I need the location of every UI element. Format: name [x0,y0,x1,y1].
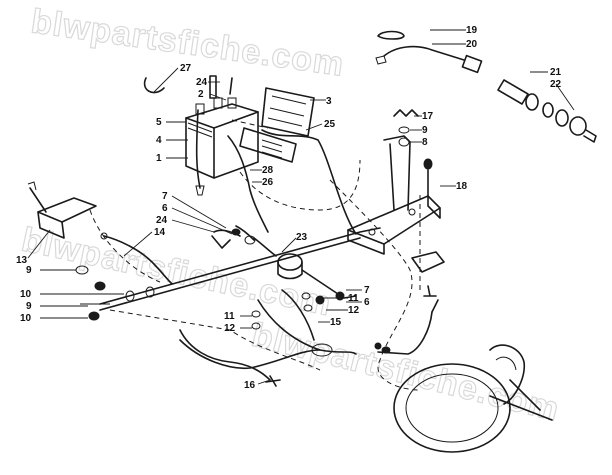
watermark: blwpartsfiche.com blwpartsfiche.com blwp… [18,2,564,430]
callout-7-top: 7 [162,191,168,202]
stud-bracket [411,251,445,297]
callout-26: 26 [262,177,274,188]
callout-7-bottom: 7 [364,285,370,296]
callout-28: 28 [262,165,274,176]
switch-assembly [497,79,597,143]
callout-6-top: 6 [162,203,168,214]
callout-24-top: 24 [196,77,208,88]
watermark-mid: blwpartsfiche.com [18,221,335,324]
callout-11-left: 11 [224,311,235,322]
callout-5: 5 [156,117,162,128]
kill-switch-harness [375,30,483,74]
recoil-housing [393,344,553,453]
wing-nut-stack [393,109,433,197]
callout-12-left: 12 [224,323,236,334]
callout-9-right: 9 [422,125,428,136]
callouts: 19 20 21 22 27 24 2 3 5 4 1 25 28 26 7 6… [16,25,562,391]
callout-9-left-top: 9 [26,265,32,276]
mounting-bracket [347,135,441,255]
callout-20: 20 [466,39,478,50]
callout-19: 19 [466,25,478,36]
callout-27: 27 [180,63,192,74]
callout-11-right: 11 [348,293,359,304]
callout-9-left-bottom: 9 [26,301,32,312]
wire-16 [179,329,271,381]
callout-2: 2 [198,89,204,100]
callout-4: 4 [156,135,162,146]
cable-26 [227,135,269,233]
callout-15: 15 [330,317,342,328]
callout-17: 17 [422,111,434,122]
callout-10-top: 10 [20,289,32,300]
cable-25 [261,129,357,235]
callout-12-right: 12 [348,305,360,316]
battery [185,97,259,196]
left-bracket [27,181,97,239]
callout-6-bottom: 6 [364,297,370,308]
battery-cover [261,87,315,137]
tie-rod [99,227,381,305]
callout-21: 21 [550,67,562,78]
callout-25: 25 [324,119,336,130]
leader-lines [27,29,575,385]
hold-down-clip [143,75,217,99]
mid-hardware [231,228,391,354]
watermark-bottom: blwpartsfiche.com [248,316,563,429]
link-rod-14 [103,235,173,285]
callout-24-mid: 24 [156,215,168,226]
callout-1: 1 [156,153,162,164]
callout-13: 13 [16,255,28,266]
callout-22: 22 [550,79,562,90]
recoil-cable [377,311,433,355]
left-hardware [75,265,155,321]
callout-23: 23 [296,232,308,243]
callout-14: 14 [154,227,166,238]
battery-strap [239,127,297,163]
callout-16: 16 [244,380,256,391]
callout-18: 18 [456,181,468,192]
callout-8: 8 [422,137,428,148]
callout-3: 3 [326,96,332,107]
callout-10-bottom: 10 [20,313,32,324]
